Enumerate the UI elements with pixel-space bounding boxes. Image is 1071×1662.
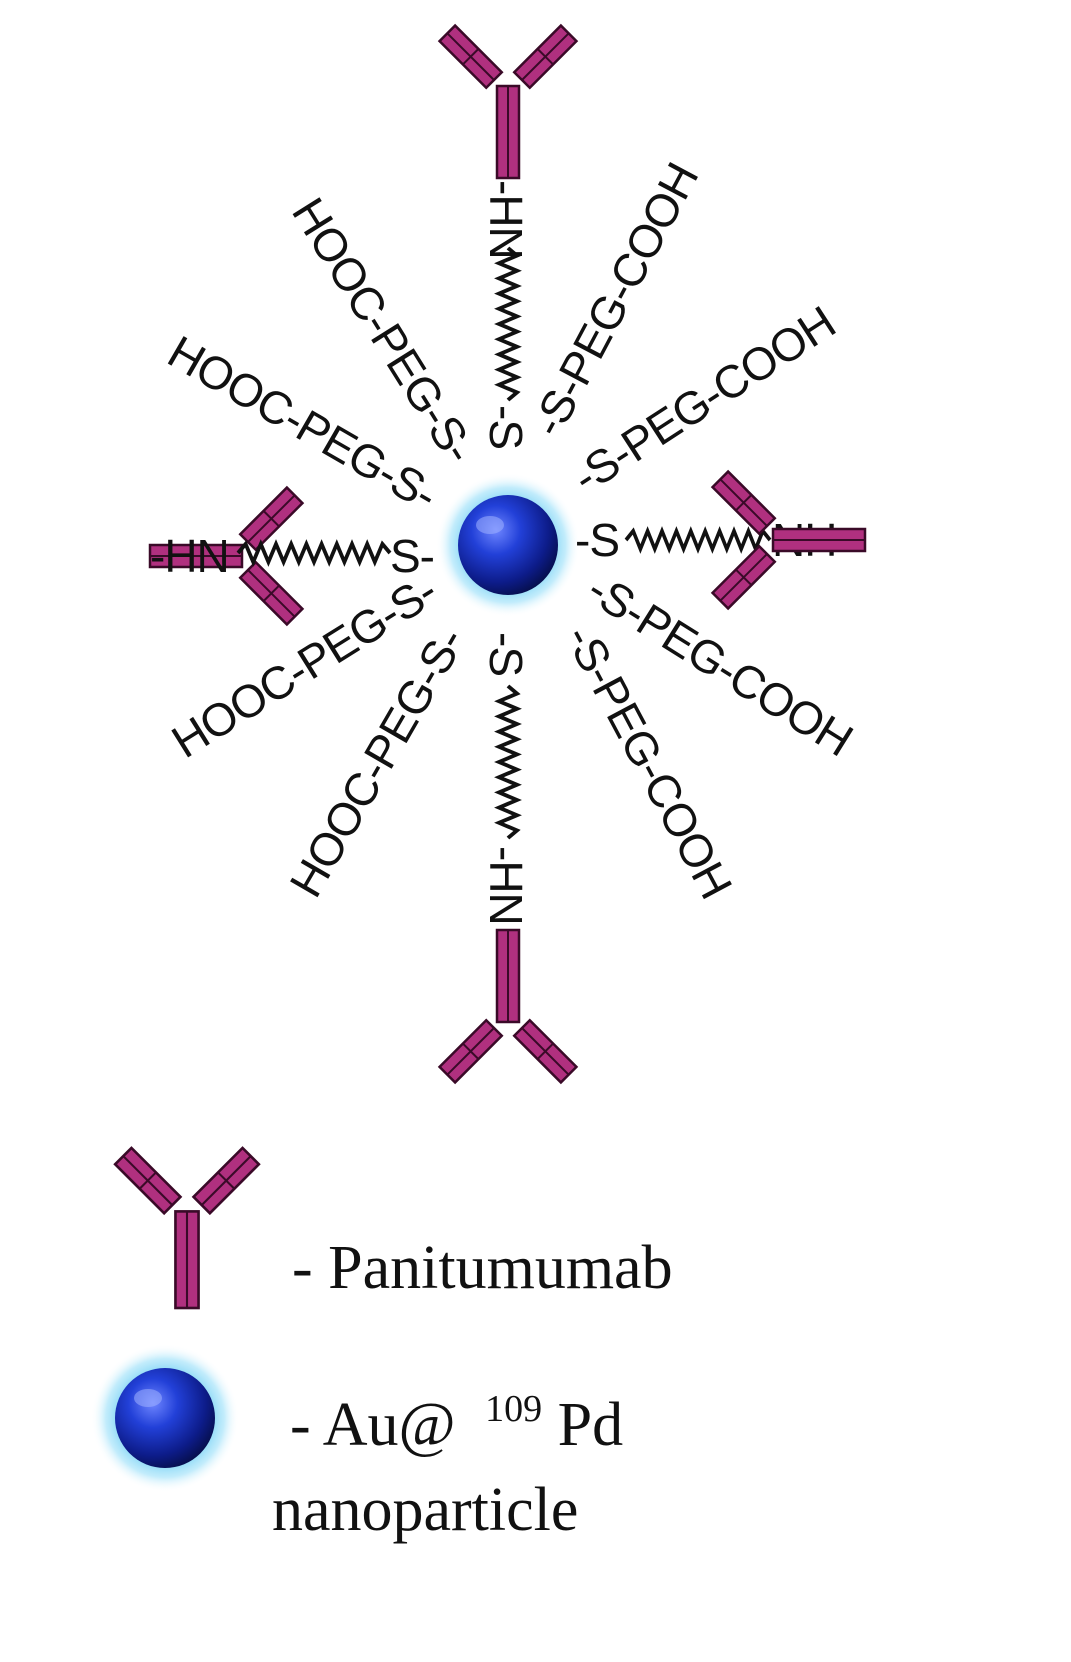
- nanoparticle-core: [436, 473, 580, 617]
- top-antibody-arm: -HN -S: [438, 24, 578, 449]
- right-antibody-arm: -S NH-: [575, 470, 867, 610]
- antibody-icon-top: [438, 24, 578, 180]
- alkyl-chain-left: [236, 542, 392, 564]
- amine-label-bottom: -HN: [480, 846, 532, 925]
- alkyl-chain-right: [624, 529, 772, 551]
- legend-antibody-label: - Panitumumab: [292, 1234, 673, 1302]
- amine-label-top: -HN: [480, 180, 532, 259]
- antibody-icon: [113, 1146, 261, 1310]
- antibody-icon-right: [711, 470, 867, 610]
- left-antibody-arm: -HN S-: [148, 486, 435, 626]
- alkyl-chain-bottom: [497, 684, 519, 840]
- legend-nanoparticle-row: - Au@ 109 Pd nanoparticle: [91, 1344, 623, 1544]
- legend-nanoparticle-prefix: - Au@: [290, 1391, 456, 1459]
- thiol-label-top: -S: [480, 405, 532, 449]
- thiol-label-bottom: -S: [480, 632, 532, 676]
- thiol-label-right: -S: [575, 514, 619, 566]
- bottom-antibody-arm: -S -HN: [438, 632, 578, 1084]
- legend-nanoparticle-line2: nanoparticle: [272, 1476, 578, 1544]
- legend-nanoparticle-label: - Au@ 109 Pd: [290, 1367, 623, 1459]
- legend-antibody-row: - Panitumumab: [113, 1146, 673, 1310]
- legend-isotope-superscript: 109: [485, 1388, 542, 1430]
- antibody-icon-bottom: [438, 928, 578, 1084]
- legend: - Panitumumab - Au@ 109 Pd nanoparticle: [91, 1146, 673, 1544]
- alkyl-chain-top: [497, 246, 519, 402]
- thiol-label-left: S-: [390, 530, 434, 582]
- nanoparticle-sphere-icon: [91, 1344, 239, 1492]
- legend-element-symbol: Pd: [558, 1391, 623, 1459]
- amine-label-left: -HN: [150, 530, 229, 582]
